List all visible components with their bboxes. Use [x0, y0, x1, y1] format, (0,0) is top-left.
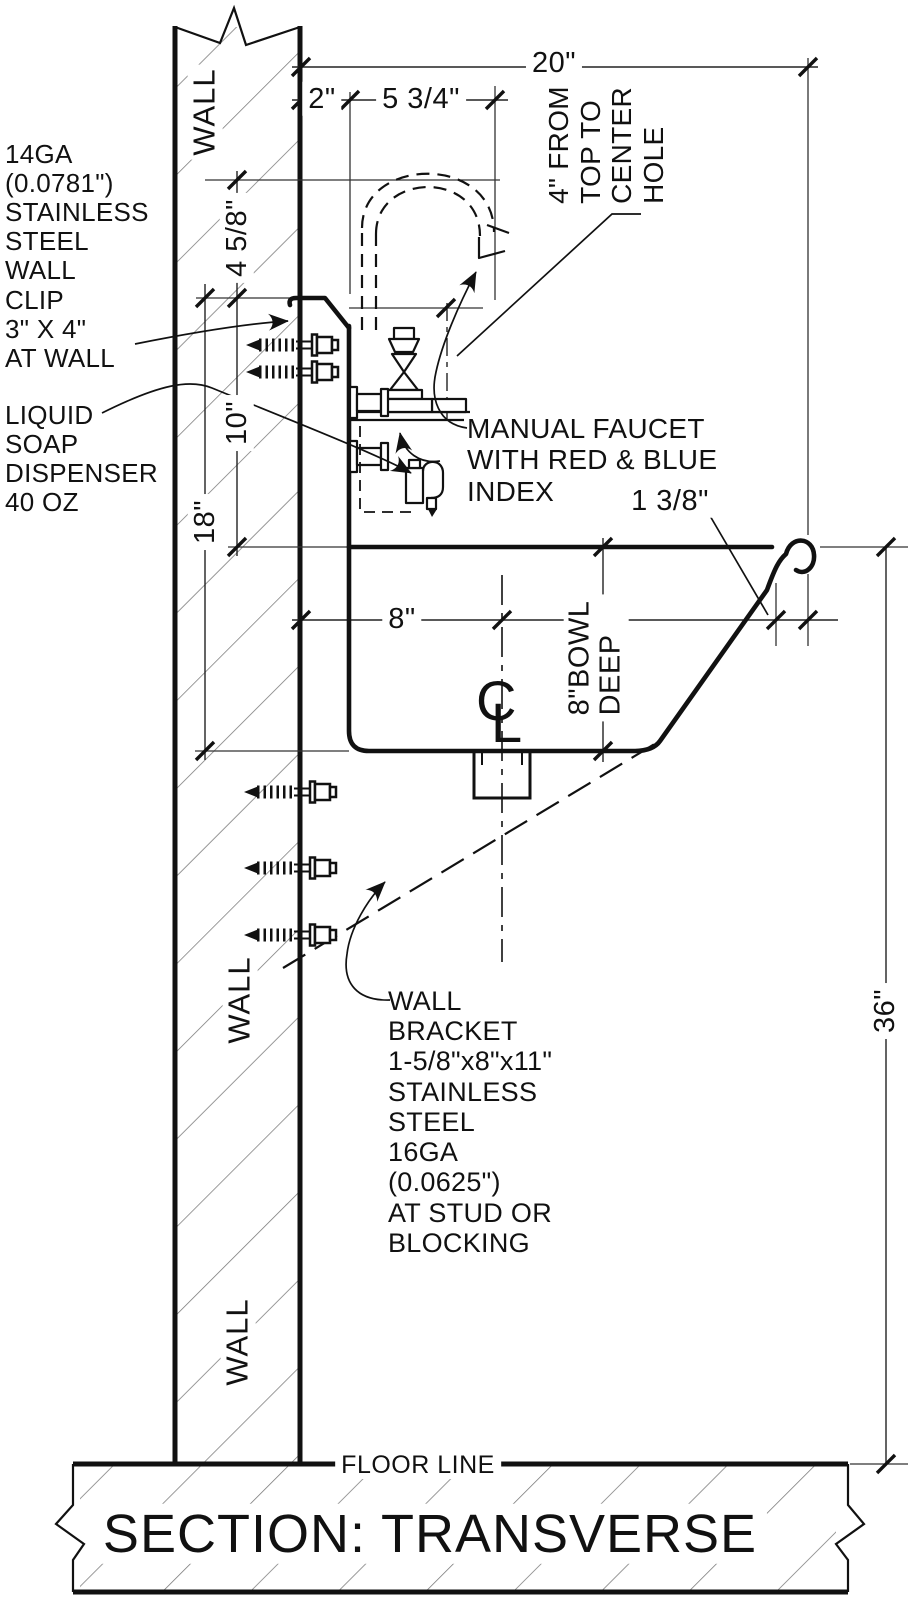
lag-screw [246, 333, 340, 357]
wall-label-top: WALL [187, 64, 223, 160]
wall-bracket-hidden-line [282, 741, 659, 969]
dim-rim-roll: 1 3/8" [625, 483, 715, 519]
drawing-title: SECTION: TRANSVERSE [92, 1503, 768, 1565]
spout-outlet [477, 237, 506, 260]
lag-screw [244, 780, 338, 804]
dim-spout-rise: 4 5/8" [219, 193, 255, 283]
wall-break-symbol [174, 4, 301, 47]
floor-break-left [54, 1464, 86, 1592]
manual-faucet-leader-branch [395, 432, 441, 463]
faucet-handle [388, 352, 420, 392]
center-hole-leader [456, 213, 641, 357]
faucet-handle-top [392, 326, 416, 341]
extension-lines [195, 58, 908, 1465]
wall-label-bottom: WALL [220, 1294, 256, 1390]
faucet-bonnet [387, 337, 421, 354]
centerline-symbol-l: L [491, 691, 523, 754]
note-wall-clip: 14GA (0.0781") STAINLESS STEEL WALL CLIP… [5, 139, 149, 373]
spout-outlet [486, 223, 510, 235]
faucet-assembly [348, 172, 510, 517]
centerline-symbol-c: C [476, 669, 517, 732]
sink-outline [287, 295, 817, 754]
bowl-profile [346, 323, 817, 754]
dim-bowl-depth: 8"BOWL DEEP [563, 594, 629, 722]
wall-clip-profile [287, 295, 352, 331]
gooseneck-spout [360, 172, 496, 330]
leader-lines [101, 213, 769, 1001]
drain-fitting [472, 753, 532, 800]
dim-top-to-bowl-bottom: 18" [187, 493, 223, 551]
dim-rim-to-drain-center: 8" [382, 601, 422, 637]
dim-wall-to-back: 2" [302, 81, 342, 117]
note-soap-dispenser: LIQUID SOAP DISPENSER 40 OZ [5, 400, 158, 518]
faucet-flange [384, 388, 424, 401]
lag-screw [246, 360, 340, 384]
supply-fitting [348, 385, 390, 420]
lag-screw [244, 923, 338, 947]
dim-top-to-rim: 10" [219, 394, 255, 452]
wall-bracket-leader [345, 881, 391, 1001]
rim-roll-leader [705, 508, 769, 616]
soap-dispenser-leader [101, 383, 412, 474]
floor-break-right [834, 1464, 866, 1592]
lag-screw [244, 856, 338, 880]
wall-clip-leader [134, 313, 289, 345]
floor-line-label: FLOOR LINE [335, 1451, 501, 1479]
note-manual-faucet: MANUAL FAUCET WITH RED & BLUE INDEX [467, 413, 718, 507]
dispenser-fitting [348, 439, 390, 474]
note-center-hole: 4" FROM TOP TO CENTER HOLE [542, 86, 669, 204]
dispenser-hidden-outline [359, 426, 416, 513]
soap-dispenser [404, 458, 445, 517]
dim-overall-depth: 20" [525, 45, 583, 81]
note-wall-bracket: WALL BRACKET 1-5/8"x8"x11" STAINLESS STE… [388, 986, 553, 1258]
manual-faucet-leader [433, 271, 477, 429]
dimension-ticks [194, 56, 897, 1475]
dim-back-to-center-hole: 5 3/4" [376, 81, 466, 117]
dim-rim-height: 36" [867, 982, 903, 1040]
wall-label-middle: WALL [222, 952, 258, 1048]
centerline-symbol: C L [476, 668, 536, 754]
lag-screws [244, 333, 340, 947]
